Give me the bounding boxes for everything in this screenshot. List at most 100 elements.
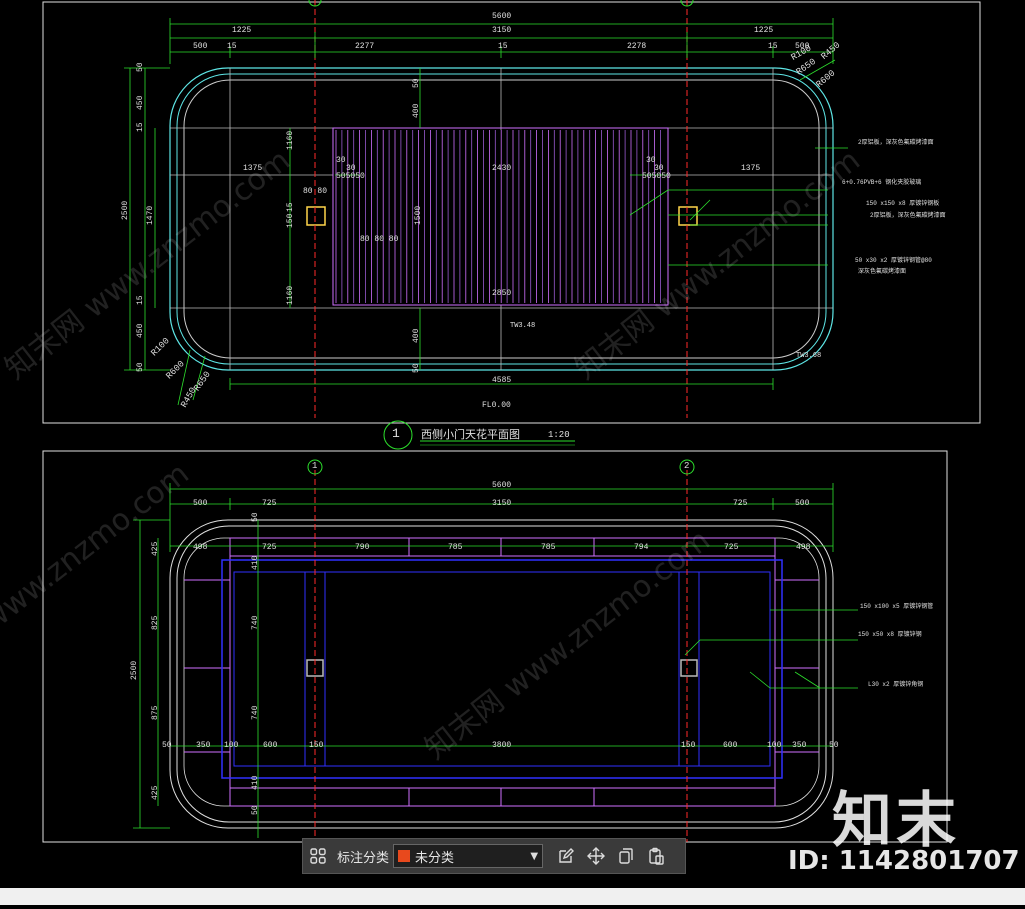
inner-label-8: 505050 [642, 172, 671, 181]
view-scale: 1:20 [548, 430, 570, 440]
move-icon[interactable] [581, 842, 611, 870]
inner-label-7: 505050 [336, 172, 365, 181]
inner-label-15: 50 [412, 78, 421, 88]
bottom-row-0: 50 [162, 741, 172, 750]
top-dim-6: 2277 [355, 42, 375, 51]
top-dim-9: 15 [768, 42, 778, 51]
inner-label-6: 30 [654, 164, 664, 173]
ceiling-plan-top [169, 67, 834, 371]
left-dim-bottom-10: 50 [251, 805, 260, 815]
left-dim-top-7: 1160 [286, 285, 295, 305]
chevron-down-icon: ▼ [530, 850, 539, 862]
left-dim-top-11: 150 [286, 213, 295, 228]
glass-slat-array [335, 130, 661, 303]
category-label: 标注分类 [337, 850, 390, 866]
bottom-dim-8: 790 [355, 543, 370, 552]
left-dim-top-6: 15 [136, 295, 145, 305]
bottom-dim-11: 794 [634, 543, 649, 552]
top-dim-7: 15 [498, 42, 508, 51]
left-dim-bottom-9: 50 [251, 512, 260, 522]
note-top-2: 150 x150 x8 厚镀锌钢板 [866, 200, 940, 207]
note-top-5: 深灰色氟碳烤漆面 [858, 268, 907, 275]
annotation-toolbar: 标注分类 未分类 ▼ [302, 838, 686, 874]
left-dim-bottom-1: 425 [151, 541, 160, 556]
top-leader-lines [177, 59, 848, 406]
inner-label-11: 400 [412, 103, 421, 118]
watermark-logo: 知末 [832, 786, 960, 856]
bottom-row-1: 350 [196, 741, 211, 750]
left-dim-top-10: 1500 [414, 205, 423, 225]
tag-tw348: TW3.48 [510, 322, 536, 330]
top-dim-4: 500 [193, 42, 208, 51]
bottom-row-7: 600 [723, 741, 738, 750]
inner-label-9: 80 80 [303, 187, 328, 196]
bottom-dim-7: 725 [262, 543, 277, 552]
top-dim-10: 500 [795, 42, 810, 51]
left-dim-bottom-2: 825 [151, 615, 160, 630]
edit-icon[interactable] [551, 842, 581, 870]
inner-label-13: 2850 [492, 289, 512, 298]
inner-label-14: 4585 [492, 376, 512, 385]
left-dim-top-1: 50 [136, 62, 145, 72]
inner-label-4: 30 [346, 164, 356, 173]
bottom-dim-12: 725 [724, 543, 739, 552]
left-dim-bottom-5: 740 [251, 615, 260, 630]
top-dim-5: 15 [227, 42, 237, 51]
inner-label-10: 80 80 80 [360, 235, 399, 244]
inner-label-1: 1375 [741, 164, 761, 173]
inner-label-16: 50 [412, 363, 421, 373]
copy-icon[interactable] [611, 842, 641, 870]
inner-label-5: 30 [646, 156, 656, 165]
bottom-row-3: 600 [263, 741, 278, 750]
view-title: 西侧小门天花平面图 [421, 428, 520, 441]
bottom-dimension-lines [133, 483, 858, 838]
category-select-value: 未分类 [415, 850, 455, 866]
note-top-1: 6+0.76PVB+6 钢化夹胶玻璃 [842, 179, 922, 186]
bottom-row-6: 150 [681, 741, 696, 750]
bottom-row-8: 100 [767, 741, 782, 750]
left-dim-top-3: 15 [136, 122, 145, 132]
bottom-row-10: 50 [829, 741, 839, 750]
left-dim-top-8: 450 [136, 323, 145, 338]
left-dim-bottom-0: 2500 [130, 660, 139, 680]
top-viewport-frame [42, 1, 981, 424]
left-dim-bottom-3: 875 [151, 705, 160, 720]
top-dim-3: 1225 [754, 26, 774, 35]
bottom-dim-0: 5600 [492, 481, 512, 490]
bottom-row-2: 100 [224, 741, 239, 750]
tag-tw368: TW3.68 [796, 352, 822, 360]
bottom-dim-5: 500 [795, 499, 810, 508]
bottom-dim-9: 785 [448, 543, 463, 552]
bottom-dim-2: 725 [262, 499, 277, 508]
paste-icon[interactable] [641, 842, 671, 870]
note-bottom-1: 150 x50 x8 厚镀锌钢 [858, 631, 922, 638]
left-dim-top-2: 450 [136, 95, 145, 110]
floor-level-label: FL0.00 [482, 401, 511, 410]
inner-label-2: 2430 [492, 164, 512, 173]
bottom-dim-6: 498 [193, 543, 208, 552]
top-dim-0: 5600 [492, 12, 512, 21]
bottom-dim-10: 785 [541, 543, 556, 552]
bottom-dim-13: 498 [796, 543, 811, 552]
grid-icon[interactable] [303, 842, 333, 870]
note-top-0: 2厚铝板，深灰色氟碳烤漆面 [858, 139, 934, 146]
note-bottom-0: 150 x100 x5 厚镀锌钢管 [860, 603, 934, 610]
view-number: 1 [392, 426, 400, 441]
top-dimension-lines [124, 18, 834, 390]
inner-label-3: 30 [336, 156, 346, 165]
category-select[interactable]: 未分类 ▼ [393, 844, 544, 868]
left-dim-top-4: 1160 [286, 130, 295, 150]
left-dim-bottom-7: 410 [251, 555, 260, 570]
top-dim-8: 2278 [627, 42, 647, 51]
left-dim-top-9: 50 [136, 362, 145, 372]
note-top-4: 50 x30 x2 厚镀锌钢管@80 [855, 257, 932, 264]
category-color-swatch [398, 850, 411, 862]
left-dim-top-5: 1470 [146, 205, 155, 225]
bottom-row-9: 350 [792, 741, 807, 750]
bottom-row-4: 150 [309, 741, 324, 750]
top-dim-2: 3150 [492, 26, 512, 35]
left-dim-bottom-6: 740 [251, 705, 260, 720]
watermark-id: ID: 1142801707 [788, 846, 1020, 876]
